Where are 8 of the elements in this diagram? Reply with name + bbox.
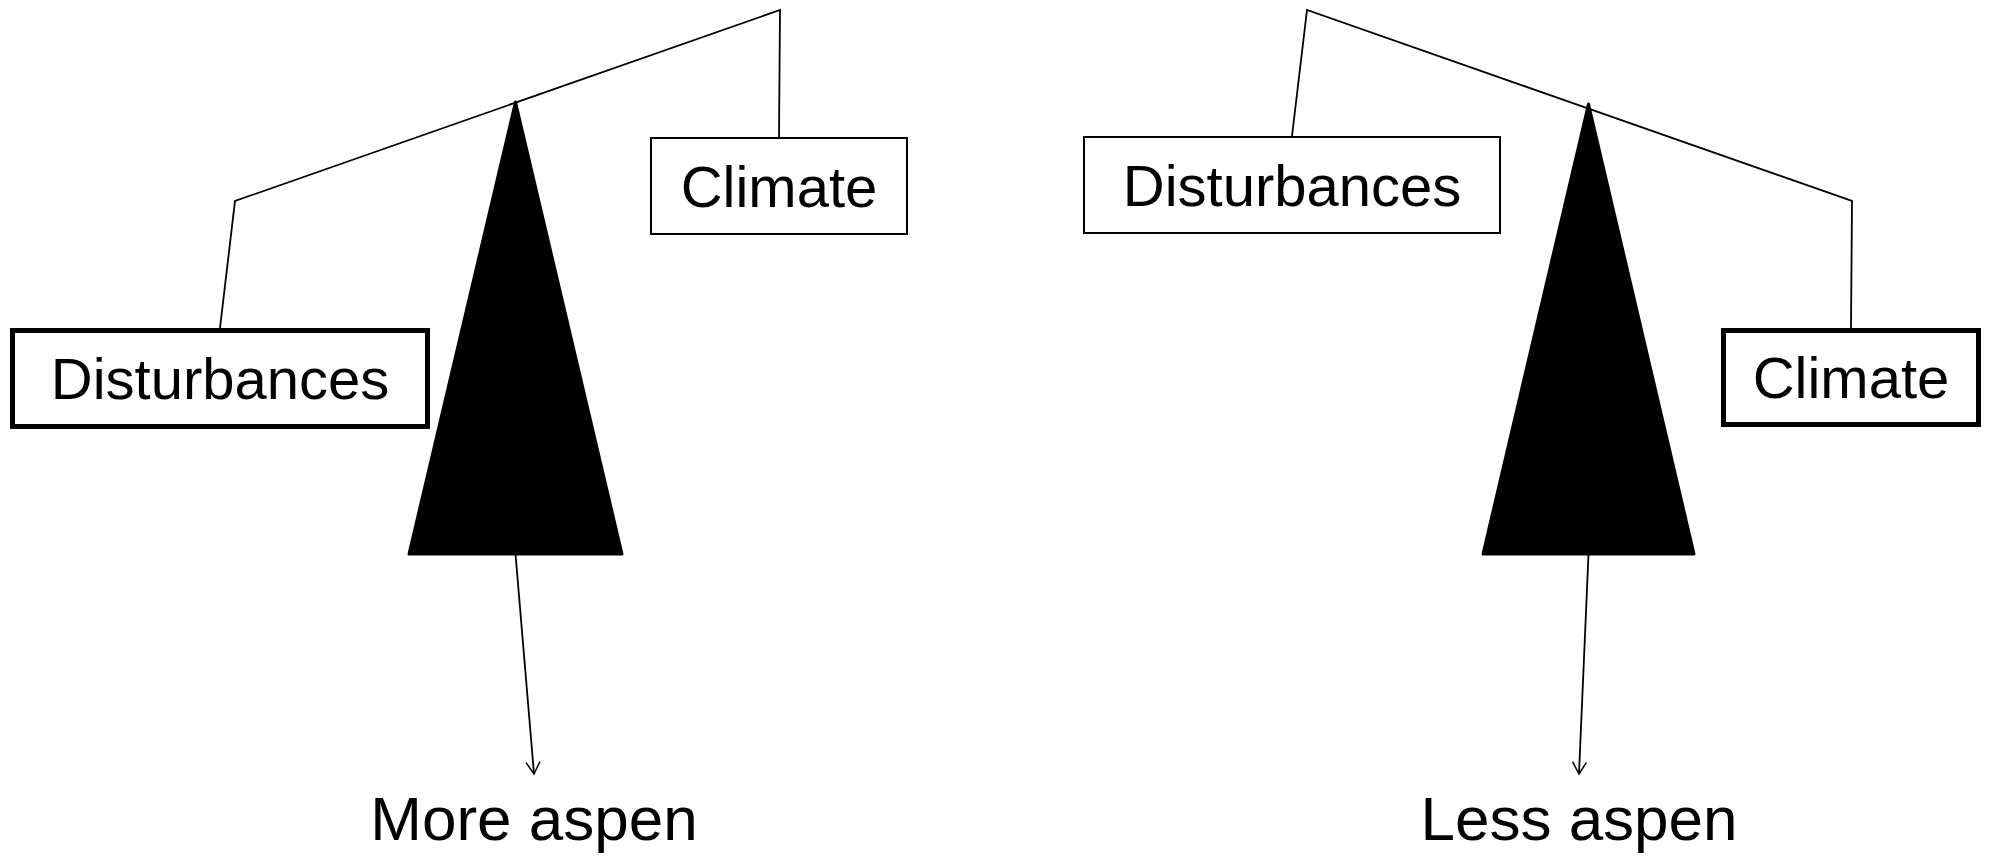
factor-box: Climate	[650, 137, 908, 235]
factor-box: Climate	[1721, 328, 1981, 427]
outcome-label: Less aspen	[1399, 778, 1759, 860]
factor-box: Disturbances	[1083, 136, 1501, 234]
factor-box: Disturbances	[10, 328, 430, 429]
balance-beam	[1291, 8, 1853, 329]
balance-beam	[219, 8, 781, 329]
outcome-label: More aspen	[354, 778, 714, 860]
